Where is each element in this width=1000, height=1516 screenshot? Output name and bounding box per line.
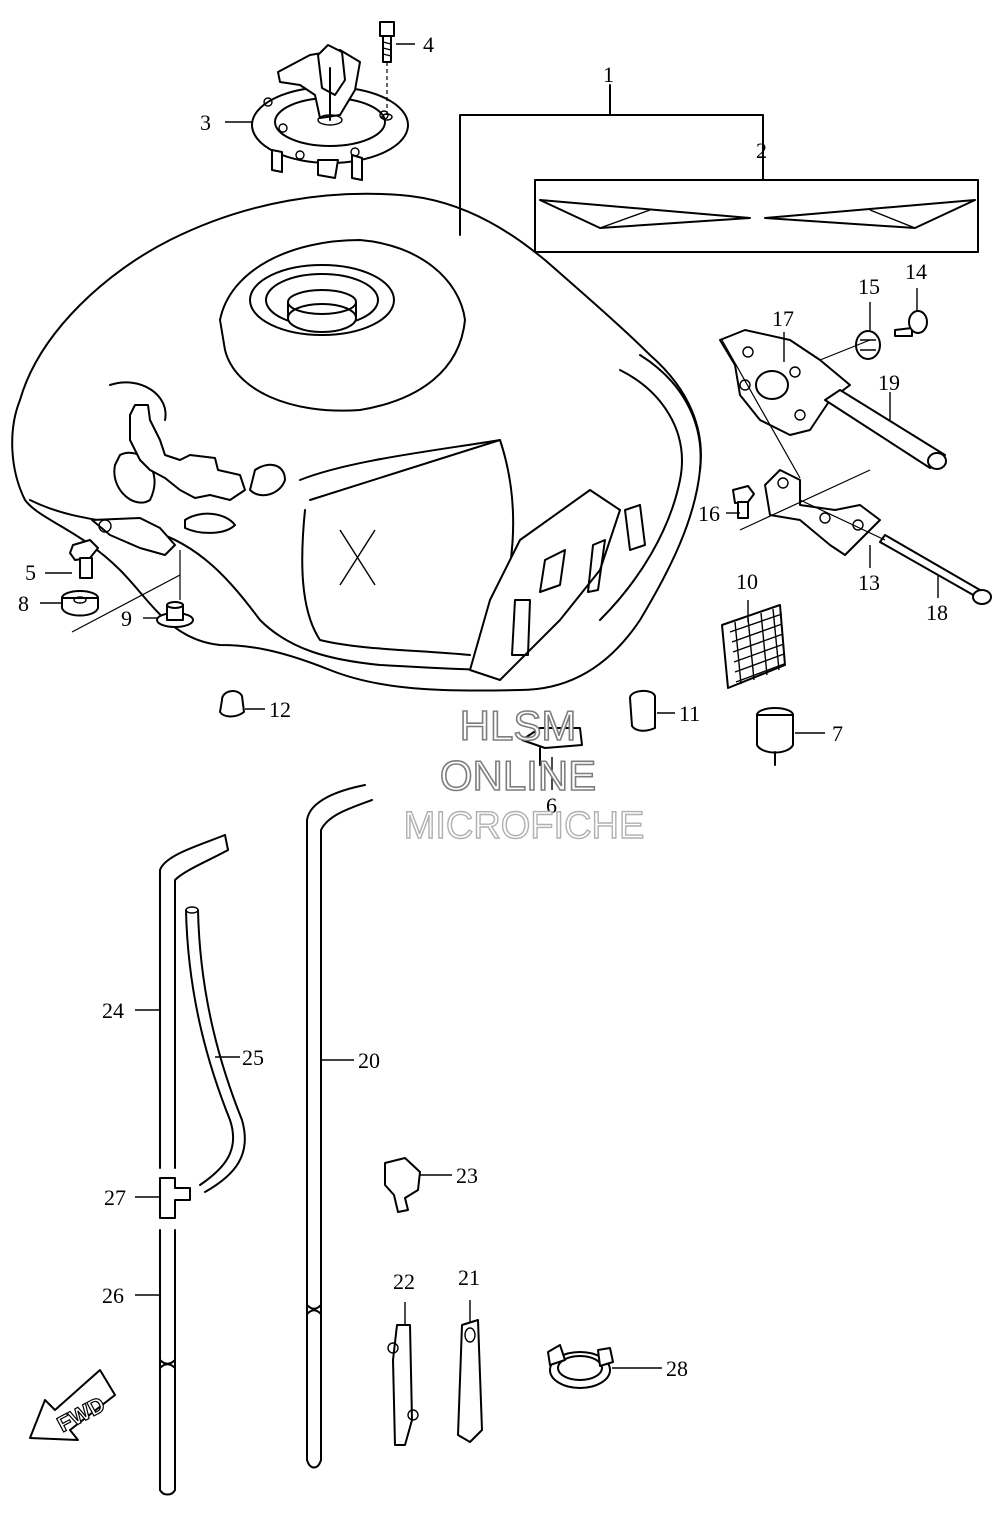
callout-4: 4 xyxy=(423,32,434,57)
fwd-arrow-icon: FWD xyxy=(29,1369,116,1441)
callout-15: 15 xyxy=(858,274,880,299)
callout-16: 16 xyxy=(698,501,720,526)
watermark: HLSM ONLINE MICROFICHE xyxy=(403,701,645,848)
watermark-line-1: HLSM xyxy=(460,702,577,749)
callout-12: 12 xyxy=(269,697,291,722)
callout-10: 10 xyxy=(736,569,758,594)
bolt-part-16 xyxy=(732,485,755,519)
callout-18: 18 xyxy=(926,600,948,625)
bracket-part-13 xyxy=(764,469,881,556)
callout-13: 13 xyxy=(858,570,880,595)
clamp-part-23 xyxy=(384,1157,421,1213)
leader-1 xyxy=(459,84,764,236)
callout-11: 11 xyxy=(679,701,700,726)
callout-3: 3 xyxy=(200,110,211,135)
callout-21: 21 xyxy=(458,1265,480,1290)
bolt-part-5 xyxy=(69,539,99,579)
damper-part-15 xyxy=(855,330,881,360)
leader-right-dashed xyxy=(721,339,886,541)
leader-8-9 xyxy=(71,550,181,633)
callout-5: 5 xyxy=(25,560,36,585)
fuel-tank xyxy=(11,192,702,692)
reflector-part-10 xyxy=(721,604,786,689)
callout-27: 27 xyxy=(104,1185,126,1210)
damper-part-7 xyxy=(756,707,794,766)
screw-part-14 xyxy=(894,310,928,337)
cap-part-11 xyxy=(629,690,656,732)
callout-25: 25 xyxy=(242,1045,264,1070)
clip-part-21 xyxy=(457,1319,483,1443)
callout-labels: 1 2 3 4 5 6 7 8 9 10 11 12 13 14 15 16 1… xyxy=(18,32,948,1381)
callout-17: 17 xyxy=(772,306,794,331)
bracket-part-6 xyxy=(521,727,583,766)
callout-7: 7 xyxy=(832,721,843,746)
callout-6: 6 xyxy=(546,793,557,818)
hose-part-20 xyxy=(306,784,373,1469)
callout-9: 9 xyxy=(121,606,132,631)
grommet-part-9 xyxy=(156,601,194,628)
cushion-part-8 xyxy=(61,590,99,617)
bolt-part-18 xyxy=(879,534,992,605)
hose-part-24 xyxy=(159,834,229,1169)
callout-14: 14 xyxy=(905,259,927,284)
clamp-part-28 xyxy=(547,1344,614,1389)
callout-8: 8 xyxy=(18,591,29,616)
watermark-line-2: ONLINE xyxy=(440,752,596,799)
emblem-set xyxy=(534,179,979,253)
callout-19: 19 xyxy=(878,370,900,395)
hose-part-25 xyxy=(185,906,246,1193)
callout-2: 2 xyxy=(756,138,767,163)
leader-lines xyxy=(40,43,939,1369)
pipe-part-19 xyxy=(824,389,947,470)
clip-part-22 xyxy=(387,1324,419,1446)
hose-part-26 xyxy=(159,1229,176,1496)
callout-28: 28 xyxy=(666,1356,688,1381)
plate-part-17 xyxy=(719,329,851,436)
joint-part-27 xyxy=(159,1177,191,1219)
callout-26: 26 xyxy=(102,1283,124,1308)
cap-part-12 xyxy=(219,690,245,718)
callout-20: 20 xyxy=(358,1048,380,1073)
callout-1: 1 xyxy=(603,62,614,87)
callout-23: 23 xyxy=(456,1163,478,1188)
bolt-part-4 xyxy=(379,21,395,121)
callout-24: 24 xyxy=(102,998,124,1023)
watermark-line-3: MICROFICHE xyxy=(404,805,645,847)
fuel-cap xyxy=(251,44,409,181)
callout-22: 22 xyxy=(393,1269,415,1294)
